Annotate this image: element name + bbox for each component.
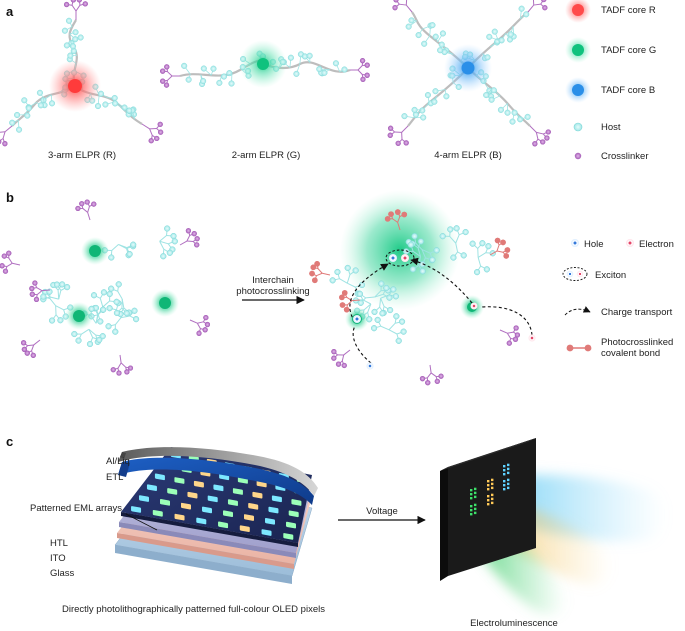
legend-electron: Electron [639,239,674,250]
legend-tadf-r: TADF core R [601,5,656,16]
electroluminescence-display: Electroluminescence [440,438,667,629]
arrow-label-line1: Interchain [252,275,294,286]
legend-charge-transport: Charge transport [601,307,673,318]
caption-oled-pixels: Directly photolithographically patterned… [62,604,325,615]
green-core [89,245,101,257]
legend-crosslinker: Crosslinker [601,151,649,162]
green-core [159,297,171,309]
three-arm-elpr: 3-arm ELPR (R) [0,0,164,161]
emission-glow [340,190,460,310]
layer-ito: ITO [50,553,66,564]
legend-bond-line2: covalent bond [601,348,660,359]
panel-b-legend: Hole Electron Exciton Charge transport P… [562,239,674,359]
layer-eml: Patterned EML arrays [30,503,122,514]
arrow-label-line2: photocrosslinking [236,286,309,297]
caption-3-arm: 3-arm ELPR (R) [48,150,116,161]
panel-a-letter: a [6,4,14,19]
layer-htl: HTL [50,538,68,549]
legend-bond-line1: Photocrosslinked [601,337,673,348]
tadf-core-r [68,79,82,93]
layer-al-liq: Al/Liq [106,456,130,467]
panel-b-letter: b [6,190,14,205]
legend-exciton: Exciton [595,270,626,281]
caption-4-arm: 4-arm ELPR (B) [434,150,502,161]
legend-tadf-b: TADF core B [601,85,655,96]
layer-etl: ETL [106,472,123,483]
network-before [0,199,211,376]
tadf-core-b [461,61,475,75]
four-arm-elpr: 4-arm ELPR (B) [387,0,551,161]
network-after [309,190,536,386]
layer-glass: Glass [50,568,75,579]
legend-tadf-g: TADF core G [601,45,656,56]
oled-device-stack [114,447,318,584]
legend-hole: Hole [584,239,604,250]
layer-labels: Al/Liq ETL Patterned EML arrays HTL ITO … [30,456,325,615]
hole-particle [366,362,374,370]
crosslinking-arrow: Interchain photocrosslinking [236,275,310,305]
two-arm-elpr: 2-arm ELPR (G) [160,40,370,161]
caption-2-arm: 2-arm ELPR (G) [232,150,301,161]
panel-c-letter: c [6,434,13,449]
electron-particle [528,334,536,342]
legend-host: Host [601,122,621,133]
caption-electroluminescence: Electroluminescence [470,618,558,629]
green-core [73,310,85,322]
voltage-arrow: Voltage [338,506,426,525]
panel-a-legend: TADF core R TADF core G TADF core B Host… [565,0,656,162]
tadf-core-g [257,58,269,70]
voltage-label: Voltage [366,506,398,517]
